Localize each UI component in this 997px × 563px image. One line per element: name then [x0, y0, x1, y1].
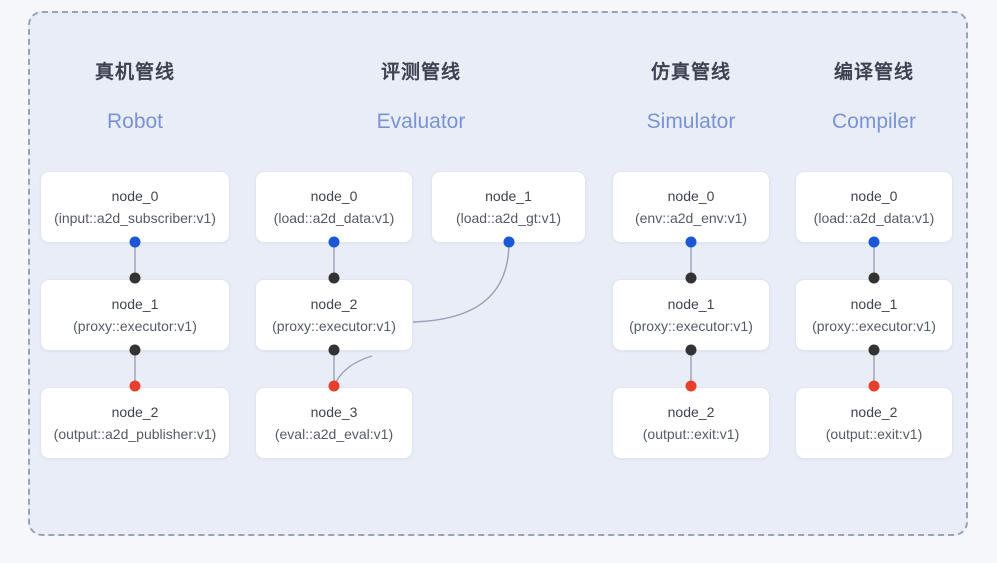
- node-spec: (proxy::executor:v1): [272, 318, 396, 334]
- node-robot-1[interactable]: node_1 (proxy::executor:v1): [40, 279, 230, 351]
- port-output-robot-0[interactable]: [129, 236, 141, 248]
- node-robot-2[interactable]: node_2 (output::a2d_publisher:v1): [40, 387, 230, 459]
- node-robot-0[interactable]: node_0 (input::a2d_subscriber:v1): [40, 171, 230, 243]
- port-output-evaluator-0[interactable]: [328, 236, 340, 248]
- node-spec: (proxy::executor:v1): [73, 318, 197, 334]
- node-evaluator-0[interactable]: node_0 (load::a2d_data:v1): [255, 171, 413, 243]
- node-name: node_0: [850, 188, 898, 204]
- node-spec: (output::a2d_publisher:v1): [53, 426, 217, 442]
- column-header-robot: 真机管线 Robot: [40, 60, 230, 135]
- node-name: node_3: [310, 404, 358, 420]
- port-input-robot-2[interactable]: [129, 380, 141, 392]
- node-name: node_2: [667, 404, 715, 420]
- port-input-robot-1[interactable]: [129, 272, 141, 284]
- column-header-evaluator: 评测管线 Evaluator: [326, 60, 516, 135]
- node-compiler-2[interactable]: node_2 (output::exit:v1): [795, 387, 953, 459]
- node-simulator-0[interactable]: node_0 (env::a2d_env:v1): [612, 171, 770, 243]
- column-title-cn: 仿真管线: [650, 62, 731, 83]
- node-spec: (load::a2d_data:v1): [273, 210, 395, 226]
- port-output-compiler-1[interactable]: [868, 344, 880, 356]
- port-input-evaluator-2[interactable]: [328, 272, 340, 284]
- node-simulator-1[interactable]: node_1 (proxy::executor:v1): [612, 279, 770, 351]
- node-compiler-1[interactable]: node_1 (proxy::executor:v1): [795, 279, 953, 351]
- port-input-evaluator-3[interactable]: [328, 380, 340, 392]
- node-spec: (output::exit:v1): [825, 426, 923, 442]
- column-title-en: Compiler: [831, 110, 917, 133]
- port-input-compiler-1[interactable]: [868, 272, 880, 284]
- node-spec: (output::exit:v1): [642, 426, 740, 442]
- node-name: node_0: [111, 188, 159, 204]
- column-title-cn: 评测管线: [380, 62, 461, 83]
- node-name: node_2: [111, 404, 159, 420]
- column-title-cn: 编译管线: [833, 62, 914, 83]
- node-spec: (proxy::executor:v1): [812, 318, 936, 334]
- port-input-compiler-2[interactable]: [868, 380, 880, 392]
- port-input-simulator-1[interactable]: [685, 272, 697, 284]
- column-title-en: Robot: [106, 110, 164, 133]
- node-spec: (proxy::executor:v1): [629, 318, 753, 334]
- column-title-cn: 真机管线: [94, 62, 175, 83]
- port-output-simulator-1[interactable]: [685, 344, 697, 356]
- node-name: node_1: [111, 296, 159, 312]
- node-name: node_2: [310, 296, 358, 312]
- node-name: node_1: [667, 296, 715, 312]
- column-title-en: Evaluator: [376, 110, 466, 133]
- column-title-en: Simulator: [646, 110, 736, 133]
- node-spec: (eval::a2d_eval:v1): [274, 426, 394, 442]
- node-name: node_0: [667, 188, 715, 204]
- node-compiler-0[interactable]: node_0 (load::a2d_data:v1): [795, 171, 953, 243]
- node-spec: (load::a2d_data:v1): [813, 210, 935, 226]
- port-output-simulator-0[interactable]: [685, 236, 697, 248]
- node-name: node_1: [485, 188, 532, 204]
- port-output-evaluator-2[interactable]: [328, 344, 340, 356]
- port-output-evaluator-1-gt[interactable]: [503, 236, 515, 248]
- node-spec: (env::a2d_env:v1): [634, 210, 748, 226]
- port-output-robot-1[interactable]: [129, 344, 141, 356]
- node-name: node_0: [310, 188, 358, 204]
- node-name: node_1: [850, 296, 898, 312]
- node-evaluator-3[interactable]: node_3 (eval::a2d_eval:v1): [255, 387, 413, 459]
- node-name: node_2: [850, 404, 898, 420]
- column-header-simulator: 仿真管线 Simulator: [596, 60, 786, 135]
- port-input-simulator-2[interactable]: [685, 380, 697, 392]
- node-evaluator-2[interactable]: node_2 (proxy::executor:v1): [255, 279, 413, 351]
- node-spec: (input::a2d_subscriber:v1): [54, 210, 216, 226]
- node-simulator-2[interactable]: node_2 (output::exit:v1): [612, 387, 770, 459]
- port-output-compiler-0[interactable]: [868, 236, 880, 248]
- node-spec: (load::a2d_gt:v1): [455, 210, 562, 226]
- column-header-compiler: 编译管线 Compiler: [779, 60, 969, 135]
- node-evaluator-1-gt[interactable]: node_1 (load::a2d_gt:v1): [431, 171, 586, 243]
